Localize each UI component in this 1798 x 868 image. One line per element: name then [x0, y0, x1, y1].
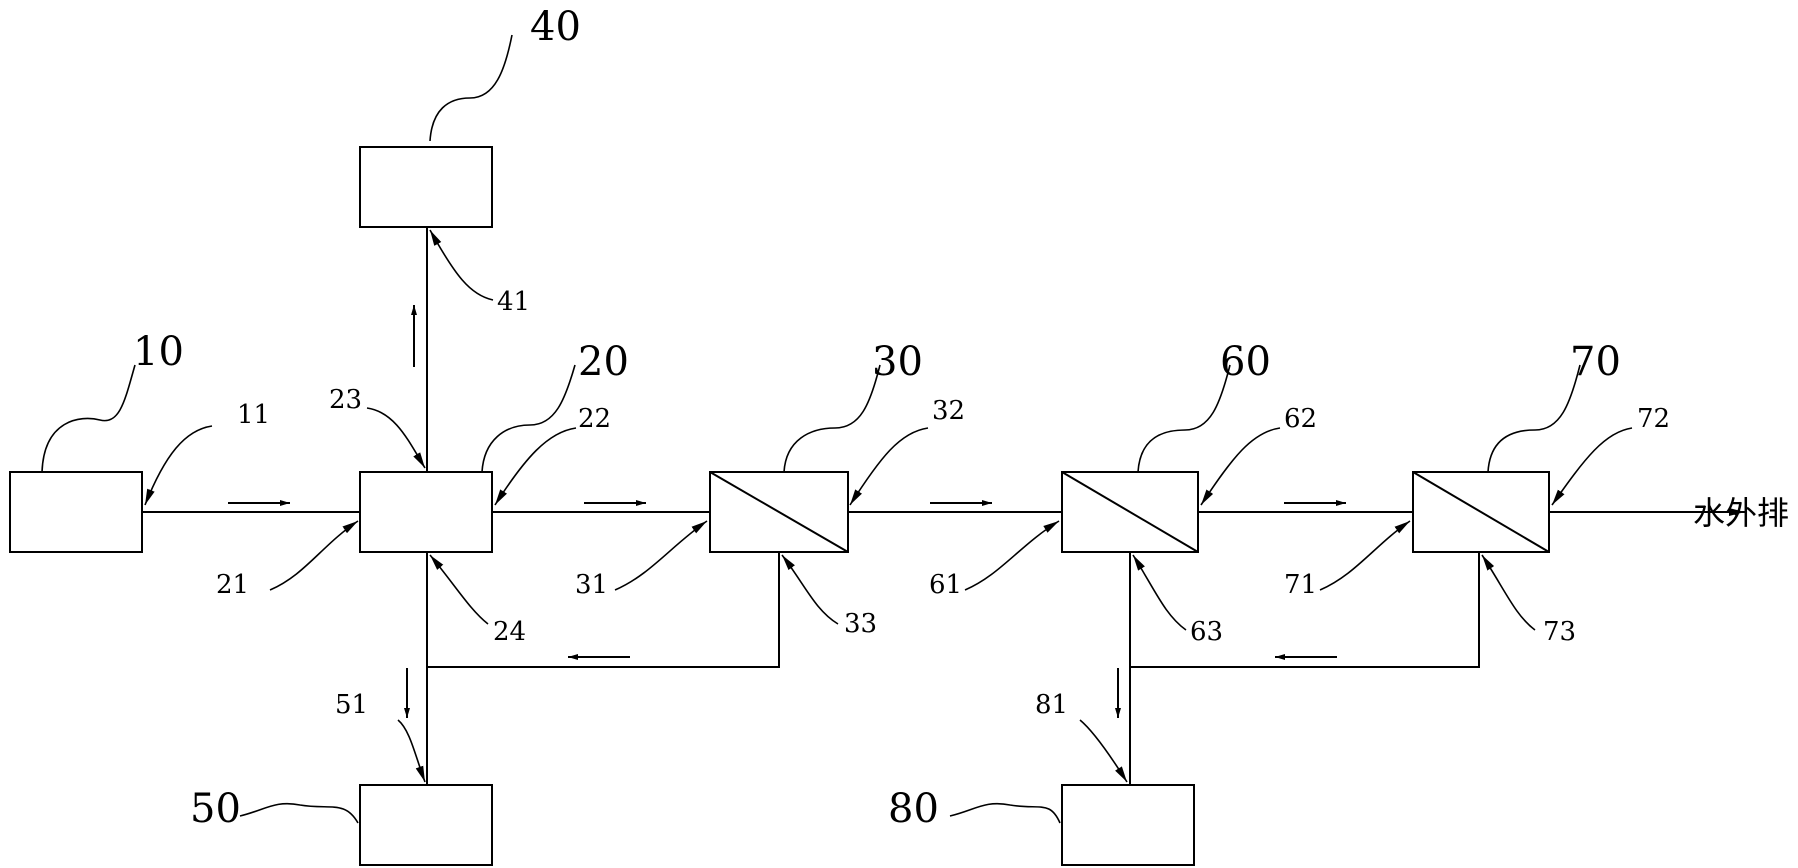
unit-50-box: [359, 784, 493, 866]
port-label-leaders: [144, 229, 1633, 783]
label-port-23: 23: [329, 385, 362, 415]
label-unit-10: 10: [133, 329, 184, 375]
outlet-label: 水外排: [1693, 494, 1789, 532]
unit-label-leaders: [41, 34, 1581, 824]
label-port-32: 32: [932, 396, 965, 426]
label-port-62: 62: [1284, 404, 1317, 434]
membrane-unit-70: [1412, 471, 1550, 553]
membrane-unit-60: [1061, 471, 1199, 553]
label-port-73: 73: [1543, 617, 1576, 647]
unit-80-box: [1061, 784, 1195, 866]
unit-20-box: [359, 471, 493, 553]
label-port-11: 11: [237, 400, 270, 430]
pipe-network: [142, 227, 1745, 785]
label-unit-50: 50: [190, 786, 241, 832]
label-port-22: 22: [578, 404, 611, 434]
label-port-61: 61: [929, 570, 962, 600]
label-unit-70: 70: [1570, 339, 1621, 385]
label-unit-30: 30: [872, 339, 923, 385]
label-unit-20: 20: [578, 339, 629, 385]
label-port-24: 24: [493, 617, 526, 647]
unit-10-box: [9, 471, 143, 553]
label-unit-40: 40: [530, 4, 581, 50]
label-port-63: 63: [1190, 617, 1223, 647]
unit-40-box: [359, 146, 493, 228]
label-unit-80: 80: [888, 786, 939, 832]
label-port-51: 51: [335, 690, 368, 720]
label-port-31: 31: [575, 570, 608, 600]
label-port-81: 81: [1035, 690, 1068, 720]
label-port-33: 33: [844, 609, 877, 639]
membrane-unit-30: [709, 471, 849, 553]
label-port-21: 21: [216, 570, 249, 600]
label-unit-60: 60: [1220, 339, 1271, 385]
label-port-41: 41: [497, 287, 530, 317]
flow-arrows: [228, 305, 1346, 718]
label-port-72: 72: [1637, 404, 1670, 434]
label-port-71: 71: [1284, 570, 1317, 600]
